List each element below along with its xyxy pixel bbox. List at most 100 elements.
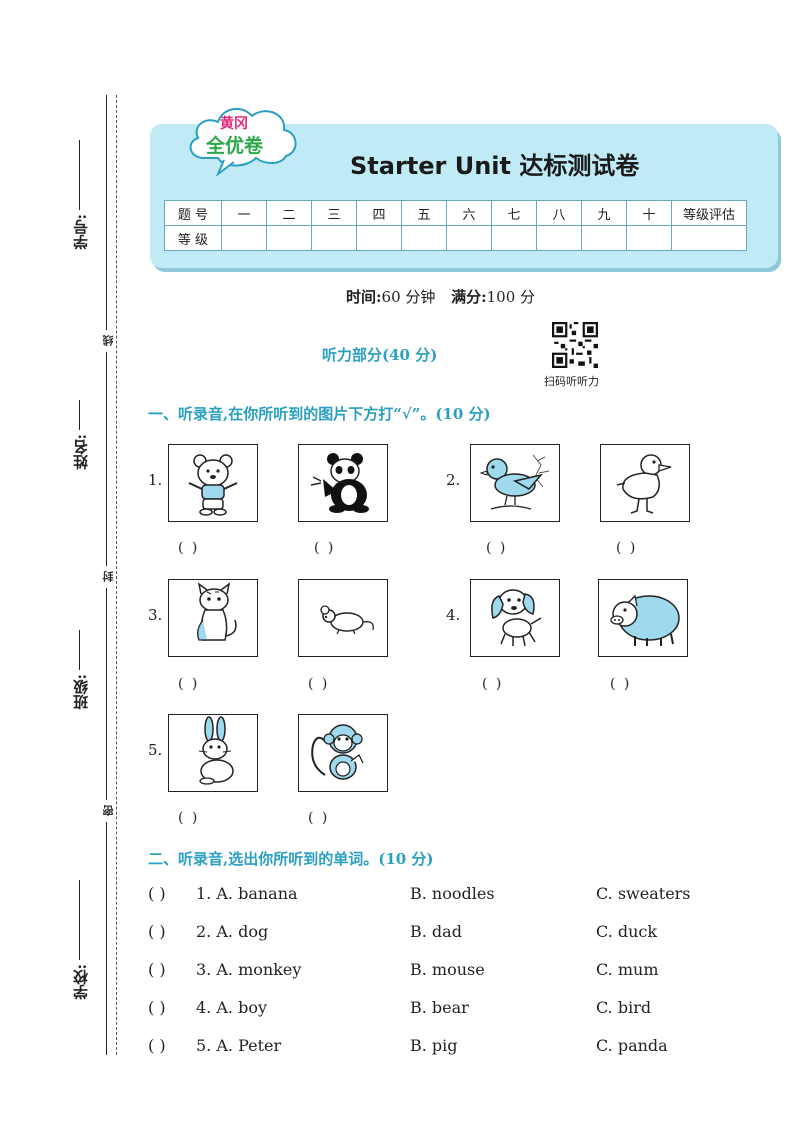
option-b: B. mouse — [410, 960, 485, 979]
seal-seal-mark: 封 — [101, 566, 115, 588]
cat-picture — [168, 579, 258, 657]
pig-icon — [610, 594, 680, 646]
class-label: 班级: — [72, 674, 90, 710]
time-label: 时间: — [346, 288, 382, 306]
option-c: C. panda — [596, 1036, 668, 1055]
grade-table-score-row: 等 级 — [164, 225, 747, 251]
grade-header-cell: 题 号 — [164, 200, 222, 226]
grade-input-cell — [536, 225, 582, 251]
cat-icon — [197, 582, 237, 641]
blank-line — [79, 630, 80, 670]
grade-header-cell: 八 — [536, 200, 582, 226]
logo-text-top: 黄冈 — [220, 115, 248, 132]
grade-input-cell — [671, 225, 747, 251]
seal-line-mark: 线 — [101, 330, 115, 352]
answer-paren[interactable]: ( ) — [314, 540, 336, 556]
student-number-label: 学号: — [72, 214, 90, 250]
school-field: 学校: — [60, 880, 100, 1020]
time-value: 60 分钟 — [381, 288, 436, 306]
logo-cloud-icon: 黄冈 全优卷 — [189, 107, 297, 176]
option-c: C. duck — [596, 922, 658, 941]
grade-input-cell — [221, 225, 267, 251]
dog-picture — [470, 579, 560, 657]
blank-line — [79, 400, 80, 430]
duck-icon — [616, 454, 672, 514]
grade-table: 题 号 一 二 三 四 五 六 七 八 九 十 等级评估 等 级 — [164, 200, 747, 251]
answer-paren[interactable]: ( ) — [178, 676, 200, 692]
name-label: 姓名: — [72, 434, 90, 470]
answer-paren[interactable]: ( ) — [178, 540, 200, 556]
duck-picture — [600, 444, 690, 522]
question-number: 2. — [446, 471, 461, 489]
student-number-field: 学号: — [60, 140, 100, 300]
score-value: 100 分 — [486, 288, 536, 306]
binding-dashed-line — [116, 95, 117, 1055]
question-number: 5. — [148, 741, 163, 759]
option-c: C. bird — [596, 998, 652, 1017]
answer-paren[interactable]: ( ) — [308, 810, 330, 826]
answer-paren[interactable]: ( ) — [616, 540, 638, 556]
grade-header-cell: 二 — [266, 200, 312, 226]
bear-picture — [168, 444, 258, 522]
grade-header-cell: 三 — [311, 200, 357, 226]
monkey-picture — [298, 714, 388, 792]
option-a: 1. A. banana — [196, 884, 298, 903]
answer-paren[interactable]: ( ) — [482, 676, 504, 692]
question-row: ( ) 1. A. banana B. noodles C. sweaters — [148, 884, 708, 908]
logo-text-main: 全优卷 — [205, 134, 264, 157]
school-label: 学校: — [72, 964, 90, 1000]
answer-paren[interactable]: ( ) — [308, 676, 330, 692]
answer-paren[interactable]: ( ) — [148, 1036, 166, 1055]
qr-code-icon[interactable] — [552, 322, 598, 368]
listening-heading: 听力部分(40 分) — [322, 346, 438, 364]
grade-input-cell — [626, 225, 672, 251]
page-title: Starter Unit 达标测试卷 — [350, 152, 640, 180]
answer-paren[interactable]: ( ) — [610, 676, 632, 692]
option-b: B. noodles — [410, 884, 495, 903]
grade-input-cell — [581, 225, 627, 251]
option-b: B. pig — [410, 1036, 458, 1055]
grade-input-cell — [311, 225, 357, 251]
blank-line — [79, 140, 80, 210]
question-row: ( ) 3. A. monkey B. mouse C. mum — [148, 960, 708, 984]
question-number: 1. — [148, 471, 163, 489]
grade-header-cell: 等级评估 — [671, 200, 747, 226]
question-row: ( ) 2. A. dog B. dad C. duck — [148, 922, 708, 946]
answer-paren[interactable]: ( ) — [148, 998, 166, 1017]
qr-caption: 扫码听听力 — [544, 375, 599, 388]
grade-header-cell: 五 — [401, 200, 447, 226]
panda-picture — [298, 444, 388, 522]
grade-input-cell — [446, 225, 492, 251]
rabbit-picture — [168, 714, 258, 792]
class-field: 班级: — [60, 630, 100, 750]
option-a: 4. A. boy — [196, 998, 267, 1017]
bear-icon — [188, 454, 238, 516]
answer-paren[interactable]: ( ) — [148, 960, 166, 979]
answer-paren[interactable]: ( ) — [486, 540, 508, 556]
answer-paren[interactable]: ( ) — [178, 810, 200, 826]
grade-header-cell: 七 — [491, 200, 537, 226]
grade-input-cell — [491, 225, 537, 251]
question-row: ( ) 4. A. boy B. bear C. bird — [148, 998, 708, 1022]
grade-header-cell: 十 — [626, 200, 672, 226]
option-a: 5. A. Peter — [196, 1036, 282, 1055]
grade-header-cell: 九 — [581, 200, 627, 226]
section1-heading: 一、听录音,在你所听到的图片下方打“√”。(10 分) — [148, 405, 491, 423]
option-a: 2. A. dog — [196, 922, 269, 941]
answer-paren[interactable]: ( ) — [148, 884, 166, 903]
option-b: B. bear — [410, 998, 469, 1017]
answer-paren[interactable]: ( ) — [148, 922, 166, 941]
question-number: 3. — [148, 606, 163, 624]
dog-icon — [491, 589, 542, 647]
grade-table-header-row: 题 号 一 二 三 四 五 六 七 八 九 十 等级评估 — [164, 200, 747, 226]
score-label: 满分: — [451, 288, 487, 306]
mouse-picture — [298, 579, 388, 657]
blank-line — [79, 880, 80, 960]
grade-input-cell — [356, 225, 402, 251]
pig-picture — [598, 579, 688, 657]
bird-icon — [479, 454, 550, 510]
panda-icon — [310, 453, 369, 513]
seal-secret-mark: 密 — [101, 800, 115, 822]
mouse-icon — [320, 605, 374, 635]
grade-input-cell — [401, 225, 447, 251]
